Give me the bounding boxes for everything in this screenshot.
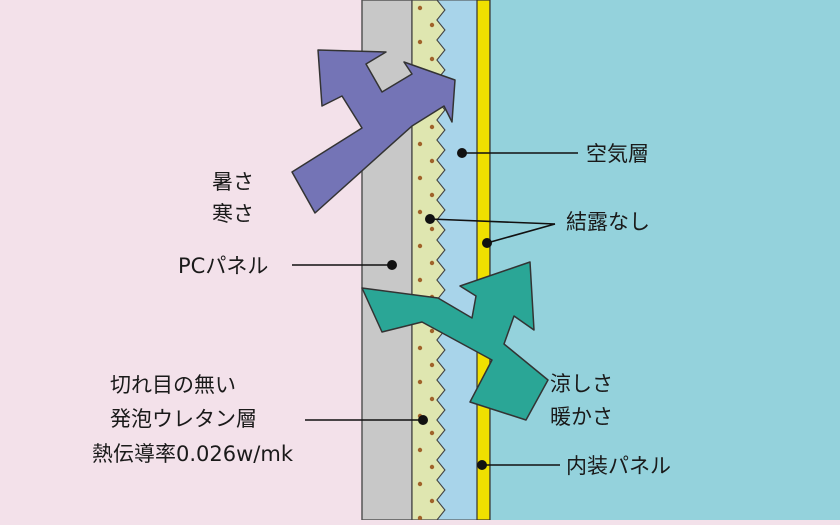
foam-dot — [417, 447, 423, 453]
pc-panel-marker — [387, 260, 397, 270]
interior-panel-marker — [477, 460, 487, 470]
pc-panel-label: PCパネル — [178, 254, 268, 278]
interior-panel-label: 内装パネル — [566, 454, 671, 478]
heat-arrow — [291, 49, 456, 214]
foam-dot — [429, 192, 435, 198]
foam-dot — [417, 243, 423, 249]
heat-label-line2: 寒さ — [212, 202, 254, 226]
foam-dot — [417, 175, 423, 181]
foam-dot — [429, 124, 435, 130]
foam-dot — [417, 379, 423, 385]
foam-dot — [429, 328, 435, 334]
heat-label-line1: 暑さ — [212, 170, 254, 194]
interior-region — [490, 0, 840, 520]
foam-dot — [429, 362, 435, 368]
foam-dot — [429, 430, 435, 436]
panel-condensation-marker — [482, 238, 492, 248]
no-condensation-label: 結露なし — [566, 210, 650, 234]
foam-label-line2: 発泡ウレタン層 — [110, 407, 257, 431]
foam-dots — [417, 5, 435, 521]
foam-dot — [417, 5, 423, 11]
foam-dot — [429, 498, 435, 504]
foam-condensation-marker — [425, 214, 435, 224]
foam-label-line3: 熱伝導率0.026w/mk — [92, 442, 294, 466]
foam-marker — [418, 415, 428, 425]
foam-dot — [417, 345, 423, 351]
foam-dot — [417, 209, 423, 215]
foam-dot — [417, 515, 423, 521]
foam-dot — [417, 277, 423, 283]
foam-dot — [429, 260, 435, 266]
cool-arrow — [361, 261, 549, 421]
air-layer-marker — [457, 148, 467, 158]
foam-label-line1: 切れ目の無い — [110, 373, 236, 397]
foam-dot — [417, 39, 423, 45]
foam-dot — [429, 226, 435, 232]
foam-dot — [429, 396, 435, 402]
foam-dot — [429, 56, 435, 62]
cool-label-line2: 暖かさ — [550, 405, 613, 429]
interior-panel-layer — [476, 0, 491, 521]
foam-dot — [429, 22, 435, 28]
cool-label-line1: 涼しさ — [550, 372, 613, 396]
foam-dot — [429, 158, 435, 164]
foam-dot — [417, 141, 423, 147]
exterior-region — [0, 0, 362, 520]
foam-dot — [417, 481, 423, 487]
foam-dot — [429, 464, 435, 470]
air-layer-label: 空気層 — [586, 142, 649, 166]
